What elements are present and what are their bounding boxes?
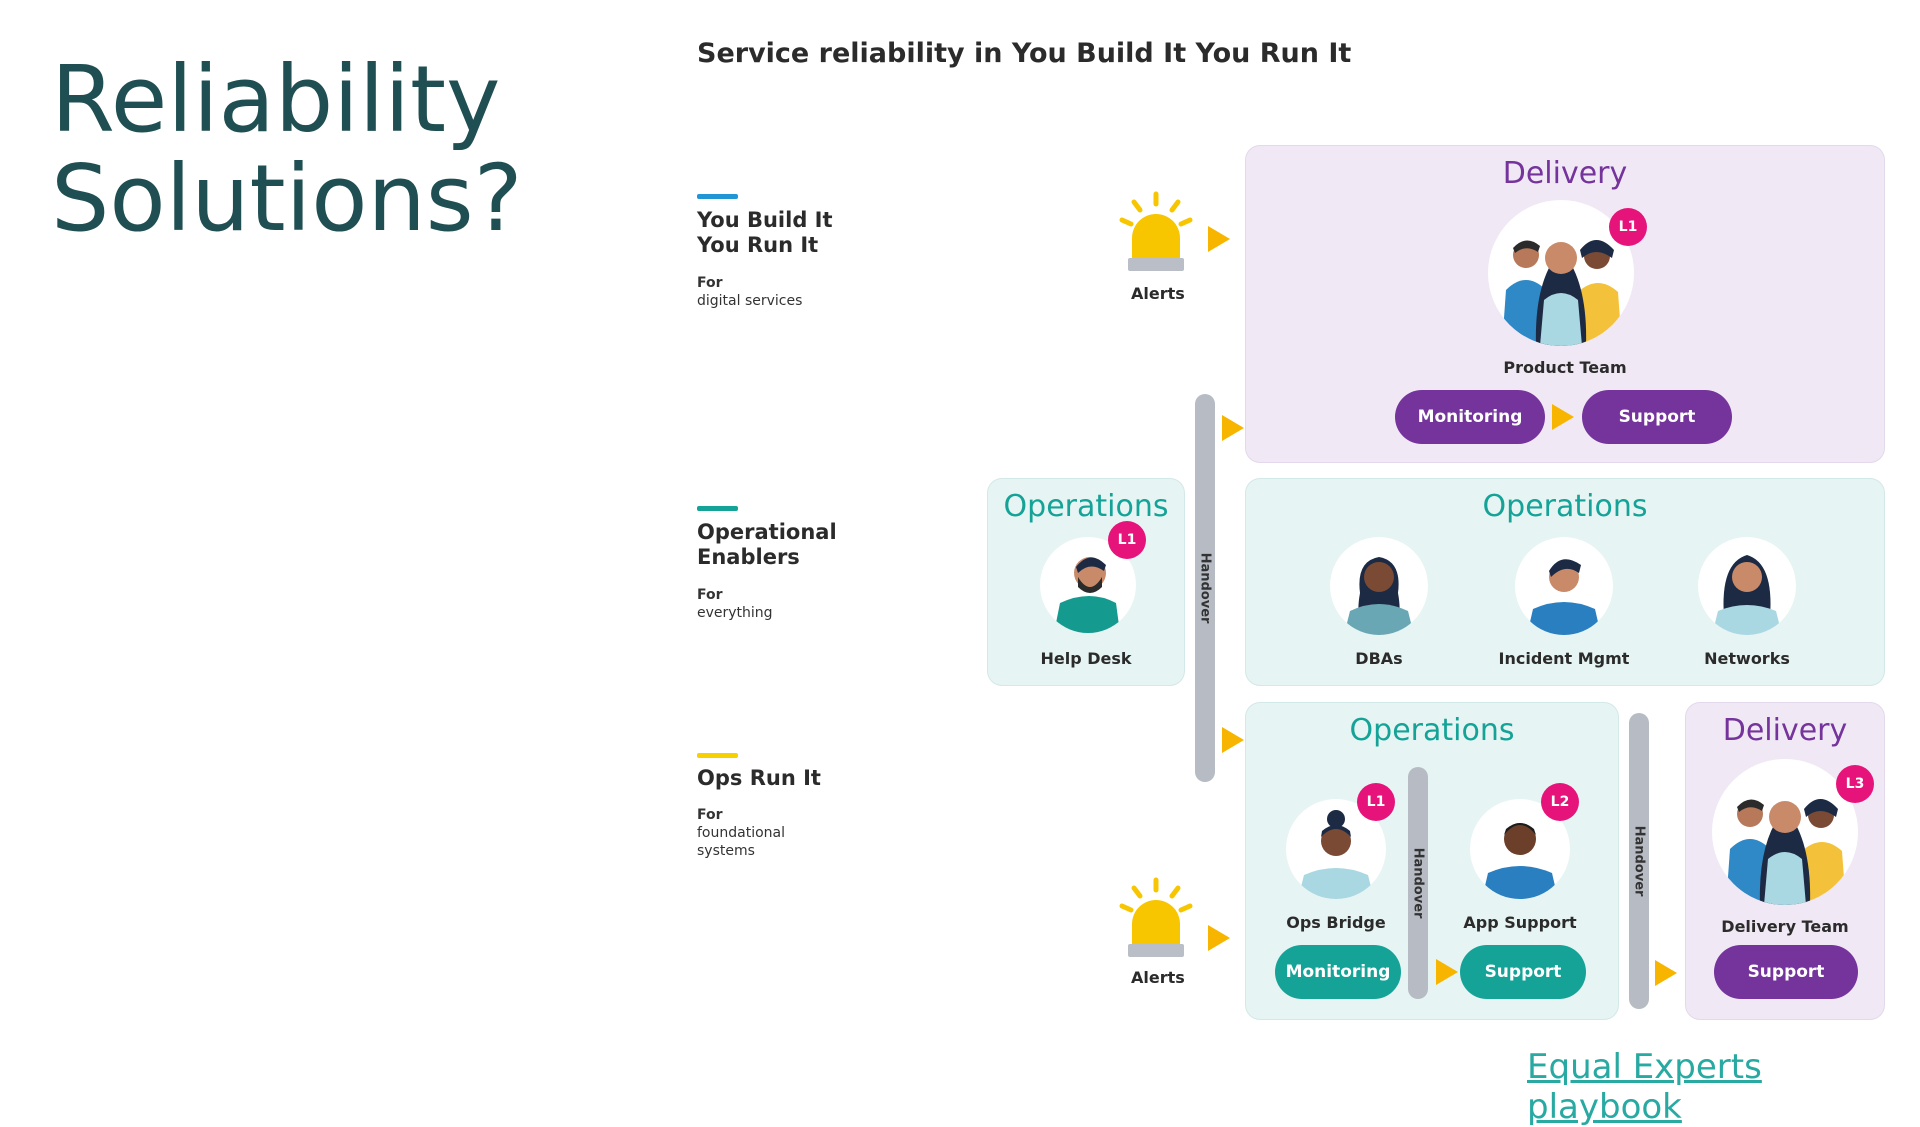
legend-name-enablers: Operational Enablers [697,520,837,570]
delivery-panel-bottom: Delivery L3 Delivery Team Support [1686,703,1884,1019]
panel-heading: Operations [1482,489,1648,524]
role-label: Incident Mgmt [1498,649,1630,668]
delivery-panel-top: Delivery L1 Product Team Monitoring Supp… [1246,146,1884,462]
slide-title: Reliability Solutions? [51,50,523,248]
diagram-title: Service reliability in You Build It You … [697,38,1352,69]
team-label: Delivery Team [1721,917,1849,936]
legend-name-line: You Build It [697,208,833,232]
legend-for-label: For [697,275,723,291]
legend-for-enablers: For everything [697,586,773,622]
monitoring-pill: Monitoring [1395,390,1545,444]
arrow-right-icon [1208,925,1230,951]
arrow-right-icon [1222,415,1244,441]
alarm-light-icon [1118,876,1194,962]
team-label: Product Team [1503,358,1627,377]
monitoring-pill: Monitoring [1275,945,1401,999]
handover-bar: Handover [1629,713,1649,1009]
operations-panel-mid: Operations DBAs Incident Mgmt Networks [1246,479,1884,685]
legend-bar-teal [697,506,738,511]
legend-name-opsrunit: Ops Run It [697,766,821,790]
playbook-link[interactable]: Equal Experts playbook [1527,1047,1762,1127]
legend-for-text: foundational [697,825,785,841]
legend-for-text: systems [697,843,755,859]
role-label: App Support [1463,913,1577,932]
panel-heading: Operations [1003,489,1169,524]
panel-heading: Delivery [1722,713,1848,748]
slide-title-line2: Solutions? [51,145,523,252]
legend-for-ybiyri: For digital services [697,274,802,310]
role-label: Help Desk [1040,649,1132,668]
handover-bar: Handover [1408,767,1428,999]
role-label: DBAs [1355,649,1403,668]
panel-heading: Operations [1349,713,1515,748]
handover-label: Handover [1197,552,1213,624]
team-avatar [1712,759,1858,905]
handover-label: Handover [1631,825,1647,897]
level-badge: L1 [1108,521,1146,559]
alerts-label-bottom: Alerts [1131,968,1185,987]
support-pill: Support [1460,945,1586,999]
legend-bar-yellow [697,753,738,758]
level-badge: L2 [1541,783,1579,821]
legend-for-opsrunit: For foundational systems [697,806,785,860]
legend-for-text: everything [697,605,773,621]
dbas-avatar [1330,537,1428,635]
role-label: Ops Bridge [1286,913,1386,932]
arrow-right-icon [1436,959,1458,985]
helpdesk-avatar [1040,537,1136,633]
arrow-right-icon [1655,960,1677,986]
incident-mgmt-avatar [1515,537,1613,635]
networks-avatar [1698,537,1796,635]
level-badge: L3 [1836,765,1874,803]
arrow-right-icon [1552,404,1574,430]
support-pill: Support [1582,390,1732,444]
legend-for-label: For [697,807,723,823]
alarm-light-icon [1118,190,1194,276]
legend-name-line: Operational [697,520,837,544]
panel-heading: Delivery [1502,156,1628,191]
legend-name-line: You Run It [697,233,819,257]
helpdesk-panel: Operations L1 Help Desk [988,479,1184,685]
legend-for-label: For [697,587,723,603]
level-badge: L1 [1357,783,1395,821]
slide-title-line1: Reliability [51,46,501,153]
role-label: Networks [1704,649,1790,668]
arrow-right-icon [1222,727,1244,753]
legend-name-line: Enablers [697,545,800,569]
arrow-right-icon [1208,226,1230,252]
handover-bar: Handover [1195,394,1215,782]
handover-label: Handover [1410,847,1426,919]
legend-for-text: digital services [697,293,803,309]
level-badge: L1 [1609,208,1647,246]
support-pill: Support [1714,945,1858,999]
alerts-label-top: Alerts [1131,284,1185,303]
operations-panel-bottom: Operations L1 Ops Bridge Handover L2 App… [1246,703,1618,1019]
legend-bar-blue [697,194,738,199]
legend-name-ybiyri: You Build It You Run It [697,208,833,258]
